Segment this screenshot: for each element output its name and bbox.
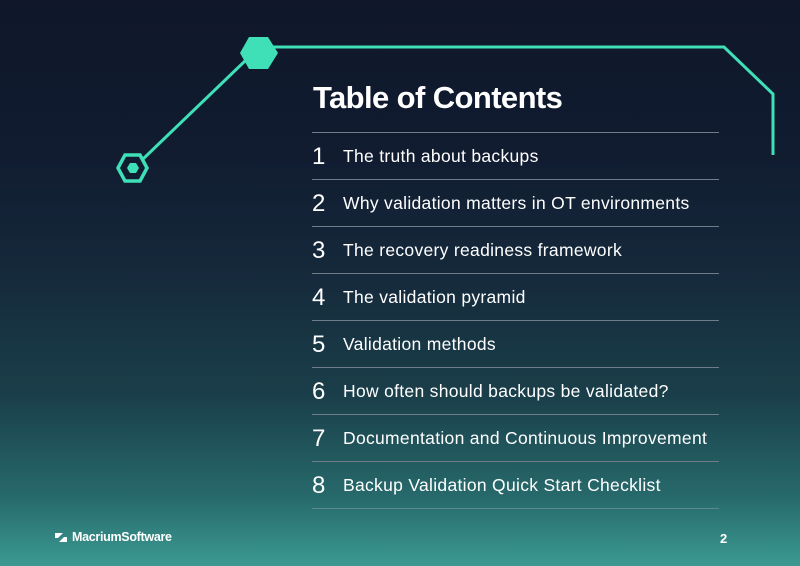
toc-number: 1	[312, 143, 326, 170]
toc-label: Documentation and Continuous Improvement	[343, 427, 708, 448]
circuit-path	[140, 45, 775, 162]
toc-label: Why validation matters in OT environment…	[343, 192, 690, 213]
toc-item-6[interactable]: 6 How often should backups be validated?	[312, 368, 719, 415]
toc-item-3[interactable]: 3 The recovery readiness framework	[312, 227, 719, 274]
toc-number: 3	[312, 237, 326, 264]
toc-label: The truth about backups	[343, 145, 539, 166]
toc-label: The recovery readiness framework	[343, 239, 623, 260]
toc-label: The validation pyramid	[343, 286, 526, 307]
toc-item-2[interactable]: 2 Why validation matters in OT environme…	[312, 180, 719, 227]
toc-number: 6	[312, 378, 326, 405]
toc-number: 7	[312, 425, 326, 452]
hexagon-ring-icon	[116, 153, 149, 183]
macrium-logo: MacriumSoftware	[54, 530, 172, 544]
table-of-contents: 1 The truth about backups 2 Why validati…	[312, 132, 719, 509]
toc-number: 4	[312, 284, 326, 311]
toc-label: Backup Validation Quick Start Checklist	[343, 474, 661, 495]
page-number: 2	[720, 531, 728, 546]
macrium-logo-icon	[55, 532, 67, 542]
toc-number: 5	[312, 331, 326, 358]
toc-label: Validation methods	[343, 333, 496, 354]
toc-item-8[interactable]: 8 Backup Validation Quick Start Checklis…	[312, 462, 719, 509]
page-title: Table of Contents	[313, 80, 563, 115]
hexagon-icon	[240, 37, 278, 69]
toc-item-7[interactable]: 7 Documentation and Continuous Improveme…	[312, 415, 719, 462]
toc-item-4[interactable]: 4 The validation pyramid	[312, 274, 719, 321]
toc-number: 2	[312, 190, 326, 217]
toc-number: 8	[312, 472, 326, 499]
logo-text: MacriumSoftware	[72, 530, 172, 544]
toc-item-1[interactable]: 1 The truth about backups	[312, 133, 719, 180]
toc-label: How often should backups be validated?	[343, 380, 669, 401]
toc-item-5[interactable]: 5 Validation methods	[312, 321, 719, 368]
